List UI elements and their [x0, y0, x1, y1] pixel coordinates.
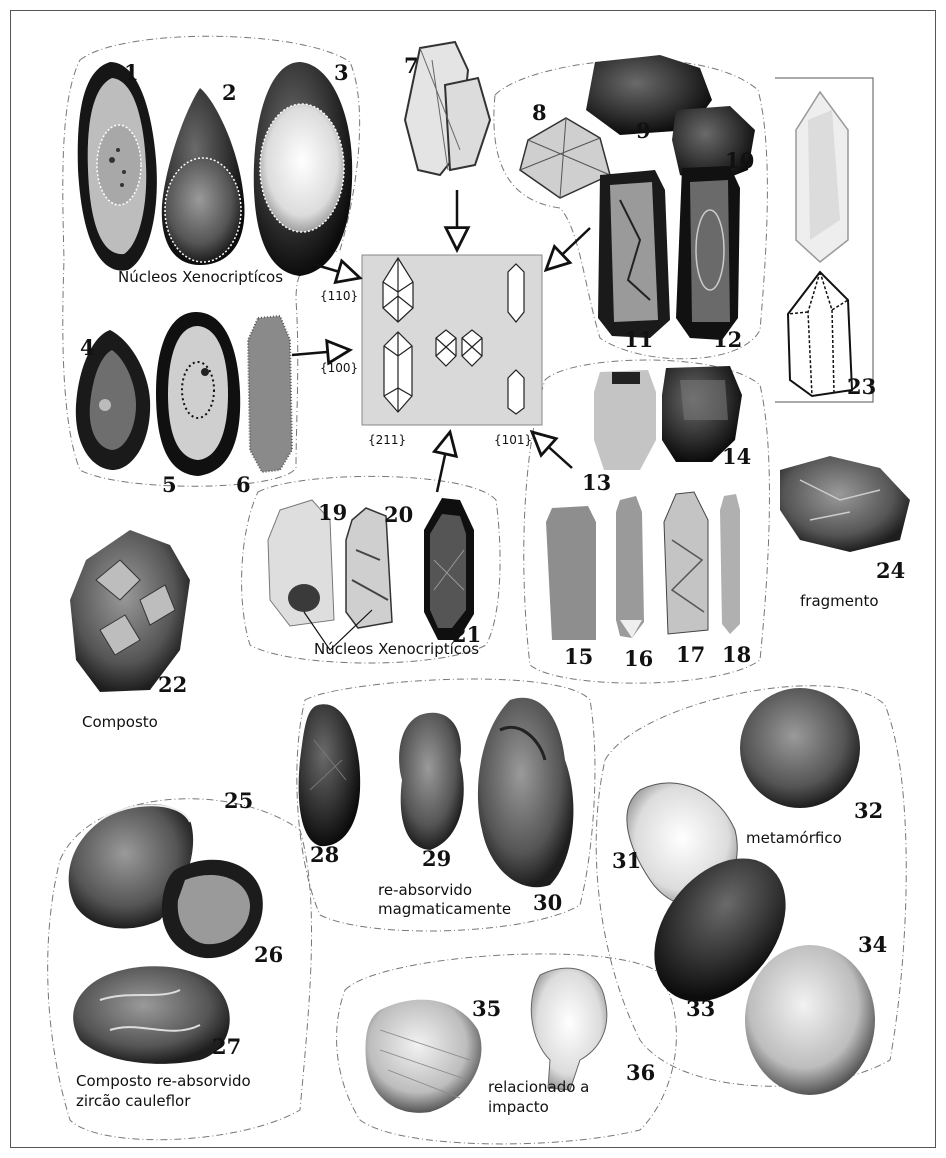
grain-number-24: 24	[876, 558, 905, 583]
grain-number-10: 10	[725, 148, 754, 173]
grain-number-3: 3	[334, 60, 349, 85]
grain-number-20: 20	[384, 502, 413, 527]
grain-28	[299, 704, 361, 846]
label-composite: Composto	[82, 713, 158, 731]
label-xenocrystic-cores-bottom: Núcleos Xenocriptícos	[314, 640, 479, 658]
grain-number-26: 26	[254, 942, 283, 967]
label-resorbed-magmatic-line1: re-absorvido	[378, 881, 472, 899]
label-fragment: fragmento	[800, 592, 879, 610]
grain-number-22: 22	[158, 672, 187, 697]
label-impact-line1: relacionado a	[488, 1078, 589, 1096]
grain-30	[478, 698, 574, 887]
face-label-211: {211}	[368, 433, 406, 447]
grain-number-23: 23	[847, 374, 876, 399]
grain-3	[254, 62, 352, 276]
grain-number-32: 32	[854, 798, 883, 823]
grain-number-18: 18	[722, 642, 751, 667]
grain-29	[399, 713, 464, 850]
grain-27	[73, 966, 230, 1064]
label-resorbed-magmatic-line2: magmaticamente	[378, 900, 511, 918]
grain-number-11: 11	[624, 327, 653, 352]
grain-24	[780, 456, 910, 552]
grain-number-36: 36	[626, 1060, 655, 1085]
grain-number-2: 2	[222, 80, 237, 105]
grain-number-14: 14	[722, 444, 751, 469]
grain-6	[248, 316, 292, 472]
grain-12	[676, 166, 740, 340]
grain-number-6: 6	[236, 472, 251, 497]
grain-16	[616, 496, 644, 638]
arrow-from-21	[437, 432, 450, 492]
grain-number-25: 25	[224, 788, 253, 813]
grain-11	[598, 170, 670, 338]
grain-number-7: 7	[404, 53, 419, 78]
grain-2	[162, 88, 245, 265]
label-cauliflower-line1: Composto re-absorvido	[76, 1072, 251, 1090]
crystal-100	[384, 332, 412, 412]
arrow-from-13	[532, 432, 572, 468]
grain-17	[664, 492, 708, 634]
grain-number-5: 5	[162, 472, 177, 497]
grain-number-28: 28	[310, 842, 339, 867]
grain-number-30: 30	[533, 890, 562, 915]
grain-number-27: 27	[212, 1034, 241, 1059]
grain-number-29: 29	[422, 846, 451, 871]
crystal-101-a	[508, 264, 524, 322]
grain-number-19: 19	[318, 500, 347, 525]
grain-18	[720, 494, 740, 634]
grain-number-15: 15	[564, 644, 593, 669]
grain-5	[156, 312, 240, 476]
grain-number-34: 34	[858, 932, 887, 957]
grain-number-1: 1	[124, 60, 139, 85]
label-xenocrystic-cores-top: Núcleos Xenocriptícos	[118, 268, 283, 286]
label-metamorphic: metamórfico	[746, 829, 842, 847]
grain-23	[788, 92, 852, 396]
grain-number-8: 8	[532, 100, 547, 125]
crystal-101-b	[508, 370, 524, 414]
morphology-panel	[362, 255, 542, 425]
grain-15	[546, 506, 596, 640]
grain-number-13: 13	[582, 470, 611, 495]
grain-32	[740, 688, 860, 808]
grain-35	[366, 1000, 482, 1113]
grain-13	[594, 370, 656, 470]
face-label-110: {110}	[320, 289, 358, 303]
arrow-from-6	[292, 350, 350, 355]
grain-number-9: 9	[636, 118, 651, 143]
grain-22	[70, 530, 190, 692]
label-impact-line2: impacto	[488, 1098, 549, 1116]
grain-36	[531, 968, 607, 1090]
grain-number-17: 17	[676, 642, 705, 667]
grain-8	[520, 118, 610, 198]
grain-26	[162, 860, 263, 958]
grain-number-16: 16	[624, 646, 653, 671]
arrow-from-11	[546, 228, 590, 270]
face-label-100: {100}	[320, 361, 358, 375]
grain-number-31: 31	[612, 848, 641, 873]
face-label-101: {101}	[494, 433, 532, 447]
grain-number-33: 33	[686, 996, 715, 1021]
grain-number-35: 35	[472, 996, 501, 1021]
grain-number-4: 4	[80, 335, 95, 360]
grain-34	[745, 945, 875, 1095]
grain-number-12: 12	[713, 327, 742, 352]
grain-1	[78, 62, 157, 271]
label-cauliflower-line2: zircão cauleflor	[76, 1092, 191, 1110]
grain-21	[424, 498, 474, 640]
